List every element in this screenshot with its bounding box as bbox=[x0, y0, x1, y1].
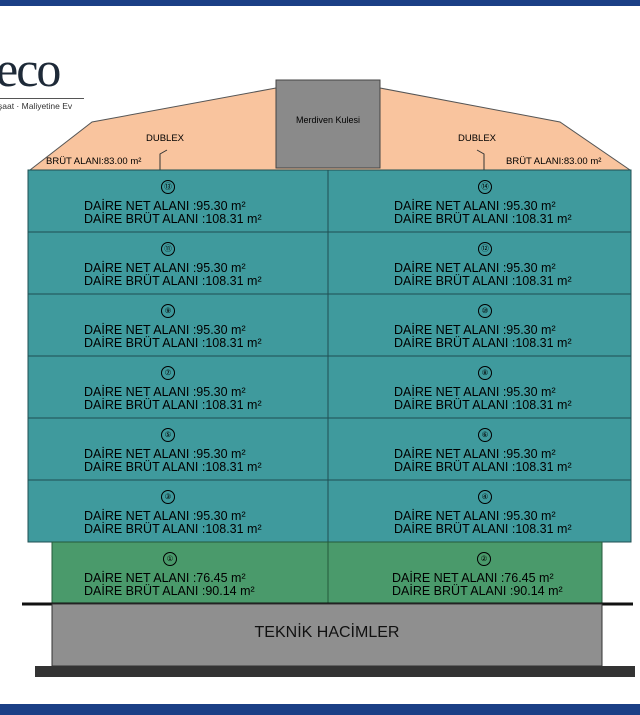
unit-number: ⑥ bbox=[478, 428, 492, 442]
unit-gross-area: DAİRE BRÜT ALANI :90.14 m² bbox=[392, 584, 563, 598]
unit-number: ④ bbox=[478, 490, 492, 504]
right-leader-line bbox=[476, 149, 485, 170]
unit-gross-area: DAİRE BRÜT ALANI :90.14 m² bbox=[84, 584, 255, 598]
logo-divider bbox=[0, 98, 84, 99]
unit-net-area: DAİRE NET ALANI :95.30 m² bbox=[84, 385, 246, 399]
unit-gross-area: DAİRE BRÜT ALANI :108.31 m² bbox=[84, 460, 262, 474]
basement-block bbox=[51, 603, 603, 667]
unit-number: ⑫ bbox=[478, 242, 492, 256]
unit-number: ① bbox=[163, 552, 177, 566]
unit-number: ② bbox=[477, 552, 491, 566]
unit-number: ⑦ bbox=[161, 366, 175, 380]
unit-gross-area: DAİRE BRÜT ALANI :108.31 m² bbox=[84, 274, 262, 288]
upper-floors bbox=[27, 169, 632, 543]
unit-net-area: DAİRE NET ALANI :95.30 m² bbox=[84, 323, 246, 337]
unit-net-area: DAİRE NET ALANI :95.30 m² bbox=[84, 509, 246, 523]
unit-net-area: DAİRE NET ALANI :95.30 m² bbox=[394, 447, 556, 461]
stair-tower bbox=[275, 79, 381, 169]
unit-net-area: DAİRE NET ALANI :95.30 m² bbox=[394, 261, 556, 275]
unit-number: ⑬ bbox=[161, 180, 175, 194]
foundation-slab bbox=[35, 666, 635, 677]
basement-label: TEKNİK HACİMLER bbox=[254, 624, 400, 641]
brand-logo: eco bbox=[0, 41, 61, 97]
dublex-right-area: BRÜT ALANI:83.00 m² bbox=[506, 156, 602, 167]
ground-floor bbox=[51, 541, 603, 605]
unit-gross-area: DAİRE BRÜT ALANI :108.31 m² bbox=[394, 522, 572, 536]
bottom-brand-band bbox=[0, 704, 640, 715]
unit-number: ⑨ bbox=[161, 304, 175, 318]
unit-net-area: DAİRE NET ALANI :76.45 m² bbox=[392, 571, 554, 585]
unit-gross-area: DAİRE BRÜT ALANI :108.31 m² bbox=[394, 398, 572, 412]
unit-number: ⑧ bbox=[478, 366, 492, 380]
unit-gross-area: DAİRE BRÜT ALANI :108.31 m² bbox=[84, 212, 262, 226]
brand-tagline: şaat · Maliyetine Ev bbox=[0, 101, 73, 111]
unit-gross-area: DAİRE BRÜT ALANI :108.31 m² bbox=[394, 274, 572, 288]
unit-net-area: DAİRE NET ALANI :76.45 m² bbox=[84, 571, 246, 585]
unit-net-area: DAİRE NET ALANI :95.30 m² bbox=[84, 447, 246, 461]
unit-gross-area: DAİRE BRÜT ALANI :108.31 m² bbox=[84, 336, 262, 350]
unit-gross-area: DAİRE BRÜT ALANI :108.31 m² bbox=[84, 398, 262, 412]
unit-gross-area: DAİRE BRÜT ALANI :108.31 m² bbox=[84, 522, 262, 536]
dublex-left-title: DUBLEX bbox=[146, 133, 185, 144]
unit-number: ⑭ bbox=[478, 180, 492, 194]
unit-net-area: DAİRE NET ALANI :95.30 m² bbox=[84, 199, 246, 213]
unit-net-area: DAİRE NET ALANI :95.30 m² bbox=[394, 509, 556, 523]
dublex-left-area: BRÜT ALANI:83.00 m² bbox=[46, 156, 142, 167]
unit-number: ⑩ bbox=[478, 304, 492, 318]
dublex-right-title: DUBLEX bbox=[458, 133, 497, 144]
unit-number: ⑤ bbox=[161, 428, 175, 442]
unit-gross-area: DAİRE BRÜT ALANI :108.31 m² bbox=[394, 212, 572, 226]
unit-net-area: DAİRE NET ALANI :95.30 m² bbox=[84, 261, 246, 275]
left-leader-line bbox=[159, 149, 168, 170]
unit-number: ③ bbox=[161, 490, 175, 504]
stair-tower-label: Merdiven Kulesi bbox=[295, 115, 361, 125]
unit-gross-area: DAİRE BRÜT ALANI :108.31 m² bbox=[394, 460, 572, 474]
unit-net-area: DAİRE NET ALANI :95.30 m² bbox=[394, 323, 556, 337]
unit-net-area: DAİRE NET ALANI :95.30 m² bbox=[394, 385, 556, 399]
unit-gross-area: DAİRE BRÜT ALANI :108.31 m² bbox=[394, 336, 572, 350]
unit-number: ⑪ bbox=[161, 242, 175, 256]
top-brand-band bbox=[0, 0, 640, 6]
unit-net-area: DAİRE NET ALANI :95.30 m² bbox=[394, 199, 556, 213]
